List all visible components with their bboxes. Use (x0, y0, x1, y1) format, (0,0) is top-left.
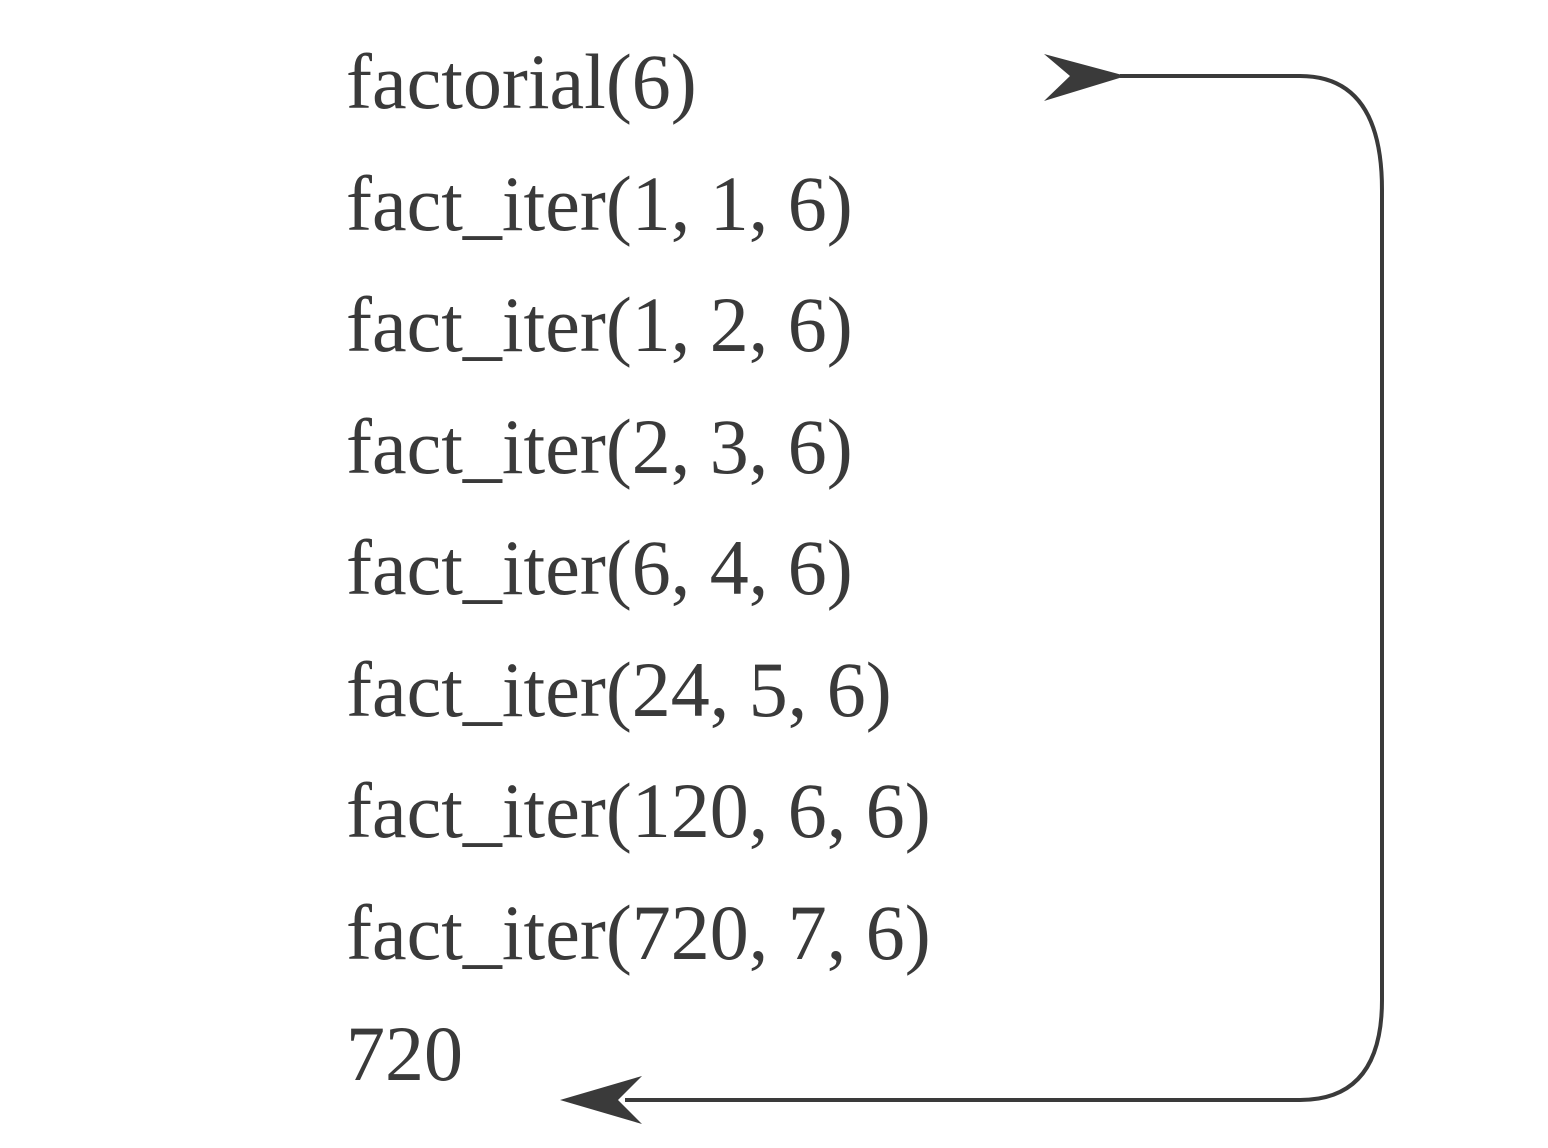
evaluation-trace: factorial(6) fact_iter(1, 1, 6) fact_ite… (346, 35, 931, 1129)
arrowhead-bottom-icon (560, 1076, 642, 1124)
trace-line-step-6: fact_iter(120, 6, 6) (346, 767, 931, 854)
trace-line-call: factorial(6) (346, 38, 697, 125)
loop-arrow-path (625, 74, 1384, 1102)
trace-line-step-7: fact_iter(720, 7, 6) (346, 888, 931, 976)
trace-line-result: 720 (346, 1010, 463, 1097)
trace-line-step-5: fact_iter(24, 5, 6) (346, 645, 892, 733)
trace-line-step-3: fact_iter(2, 3, 6) (346, 402, 853, 490)
arrowhead-top-icon (1044, 54, 1126, 101)
trace-line-step-4: fact_iter(6, 4, 6) (346, 524, 853, 611)
trace-line-step-1: fact_iter(1, 1, 6) (346, 159, 853, 247)
trace-line-step-2: fact_iter(1, 2, 6) (346, 281, 853, 368)
